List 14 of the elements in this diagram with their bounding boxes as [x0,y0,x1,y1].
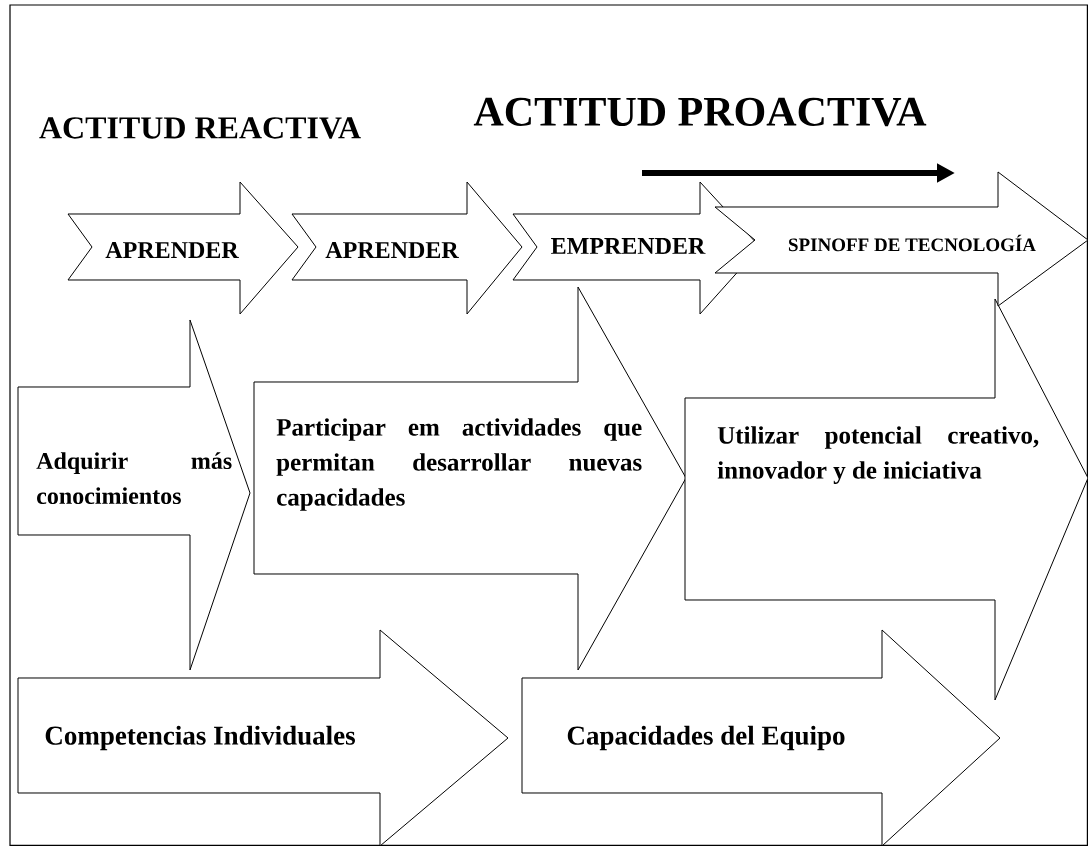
pointed-banner: Competencias Individuales [17,629,509,846]
pointed-banner: Capacidades del Equipo [521,629,1001,846]
pointed-banner: Adquirir más conocimientos [17,319,251,671]
heading: ACTITUD PROACTIVA [473,97,927,127]
node-label: Utilizar potencial creativo, innovador y de iniciativa [717,426,1039,484]
node-label: SPINOFF DE TECNOLOGÍA [788,234,1036,252]
pointed-banner: APRENDER [67,181,299,315]
heading: ACTITUD REACTIVA [39,117,361,139]
pointed-banner: APRENDER [291,181,523,315]
pointed-banner: Utilizar potencial creativo, innovador y de iniciativa [684,298,1088,701]
pointed-banner: EMPRENDER [512,181,761,315]
pointed-banner: Participar em actividades que permitan desarrollar nuevas capacidades [253,286,687,671]
pointed-banner: SPINOFF DE TECNOLOGÍA [714,171,1088,307]
node-label: Competencias Individuales [45,725,355,751]
